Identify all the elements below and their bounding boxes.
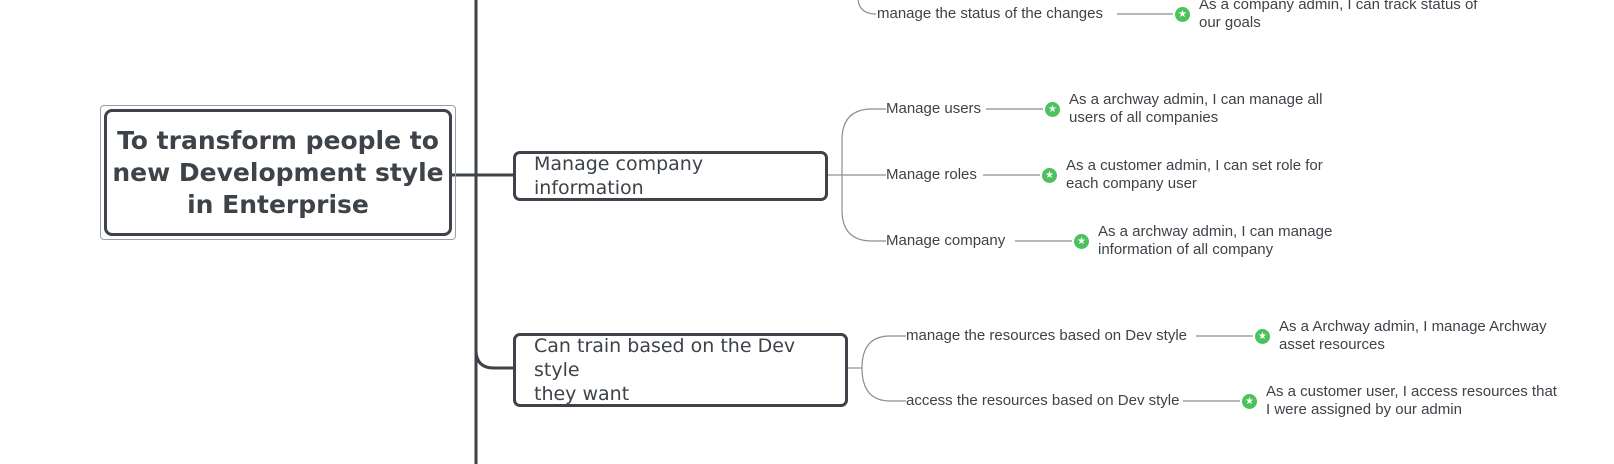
story-line: As a archway admin, I can manage xyxy=(1098,223,1333,240)
story-line: I were assigned by our admin xyxy=(1266,401,1462,418)
topic-label-line2: they want xyxy=(534,383,630,405)
root-node-outline xyxy=(100,105,456,240)
story-line: As a Archway admin, I manage Archway xyxy=(1279,318,1547,335)
story-line: each company user xyxy=(1066,175,1197,192)
story-line: asset resources xyxy=(1279,336,1385,353)
story-line: our goals xyxy=(1199,14,1261,31)
story-line: As a customer user, I access resources t… xyxy=(1266,383,1557,400)
story-manage-roles[interactable]: As a customer admin, I can set role for … xyxy=(1066,157,1323,193)
story-line: information of all company xyxy=(1098,241,1274,258)
root-node[interactable]: To transform people to new Development s… xyxy=(104,109,452,236)
story-manage-company[interactable]: As a archway admin, I can manage informa… xyxy=(1098,223,1332,259)
subtopic-manage-status[interactable]: manage the status of the changes xyxy=(877,5,1103,22)
topic-label: Manage company information xyxy=(534,153,704,199)
root-title-line2: new Development style xyxy=(112,157,444,187)
topic-manage-company-information[interactable]: Manage company information xyxy=(513,151,828,201)
story-track-status[interactable]: As a company admin, I can track status o… xyxy=(1199,0,1477,32)
subtopic-manage-company[interactable]: Manage company xyxy=(886,232,1006,249)
story-line: As a customer admin, I can set role for xyxy=(1066,157,1323,174)
star-icon: ★ xyxy=(1255,329,1270,344)
subtopic-manage-resources[interactable]: manage the resources based on Dev style xyxy=(906,327,1187,344)
root-title-line1: To transform people to xyxy=(117,125,439,155)
star-icon: ★ xyxy=(1242,394,1257,409)
story-access-resources[interactable]: As a customer user, I access resources t… xyxy=(1266,383,1557,419)
star-icon: ★ xyxy=(1045,102,1060,117)
story-line: users of all companies xyxy=(1069,109,1219,126)
star-icon: ★ xyxy=(1042,168,1057,183)
topic-train-dev-style[interactable]: Can train based on the Dev style they wa… xyxy=(513,333,848,407)
subtopic-manage-users[interactable]: Manage users xyxy=(886,100,982,117)
story-manage-users[interactable]: As a archway admin, I can manage all use… xyxy=(1069,91,1322,127)
subtopic-manage-roles[interactable]: Manage roles xyxy=(886,166,977,183)
subtopic-access-resources[interactable]: access the resources based on Dev style xyxy=(906,392,1180,409)
root-title-line3: in Enterprise xyxy=(187,189,369,219)
topic-label-line1: Can train based on the Dev style xyxy=(534,335,796,381)
star-icon: ★ xyxy=(1074,234,1089,249)
star-icon: ★ xyxy=(1175,7,1190,22)
story-manage-resources[interactable]: As a Archway admin, I manage Archway ass… xyxy=(1279,318,1547,354)
story-line: As a company admin, I can track status o… xyxy=(1199,0,1478,13)
story-line: As a archway admin, I can manage all xyxy=(1069,91,1323,108)
